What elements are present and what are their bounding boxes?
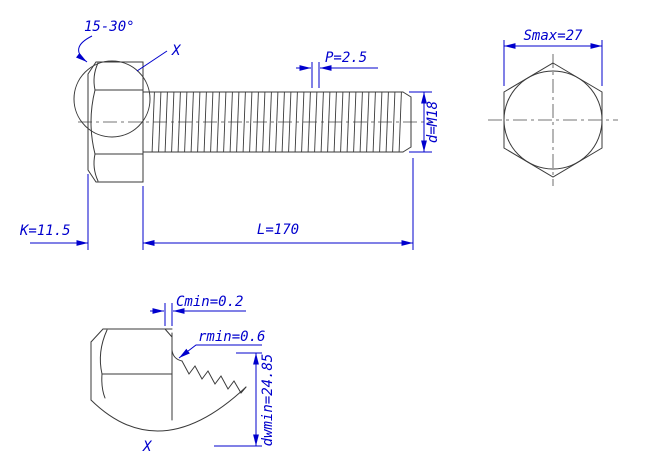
washer-chamfer <box>164 328 173 338</box>
detail-chamfer-arc <box>99 329 108 375</box>
thread-hatching <box>150 92 403 152</box>
end-chamfer-bottom <box>402 146 412 153</box>
pitch-label: P=2.5 <box>325 50 367 66</box>
inscribed-circle <box>503 70 603 170</box>
head-chamfer-arc-top <box>93 62 99 91</box>
cmin-label: Cmin=0.2 <box>176 294 243 310</box>
rmin-label: rmin=0.6 <box>198 329 265 345</box>
dwmin-label: dwmin=24.85 <box>260 354 276 447</box>
hexagon-outline <box>503 62 603 178</box>
length-label: L=170 <box>257 222 299 238</box>
threaded-shank <box>142 91 412 153</box>
detail-corner-chamfer <box>90 328 104 343</box>
head-chamfer-arc-bottom <box>93 153 99 182</box>
detail-view-label: X <box>142 439 153 455</box>
diameter-label: d=M18 <box>425 101 441 143</box>
break-boundary-arc <box>90 386 247 432</box>
detail-callout-label: X <box>171 43 182 59</box>
hex-head-outline <box>87 61 144 183</box>
detail-chamfer-arc-lower <box>101 373 106 399</box>
detail-callout-leader <box>136 50 168 72</box>
width-across-flats-label: Smax=27 <box>523 28 583 44</box>
chamfer-angle-leader <box>76 35 93 63</box>
detail-boundary-circle <box>73 60 151 138</box>
detail-view-x: Cmin=0.2 rmin=0.6 dwmin=24.85 X <box>90 294 276 455</box>
head-chamfer-arc-middle <box>90 89 96 155</box>
underhead-fillet <box>171 349 183 362</box>
side-view-dimensions: 15-30° X P=2.5 d=M18 K=11.5 L=170 <box>19 19 441 250</box>
thread-profile <box>181 360 247 394</box>
detail-geometry <box>90 328 247 432</box>
bolt-end-view: Smax=27 <box>488 28 618 186</box>
head-height-label: K=11.5 <box>19 223 71 239</box>
hex-head-side <box>87 61 144 183</box>
end-chamfer-top <box>402 91 412 98</box>
bolt-side-view <box>73 60 432 183</box>
rmin-leader <box>178 344 262 359</box>
chamfer-angle-label: 15-30° <box>84 19 135 35</box>
